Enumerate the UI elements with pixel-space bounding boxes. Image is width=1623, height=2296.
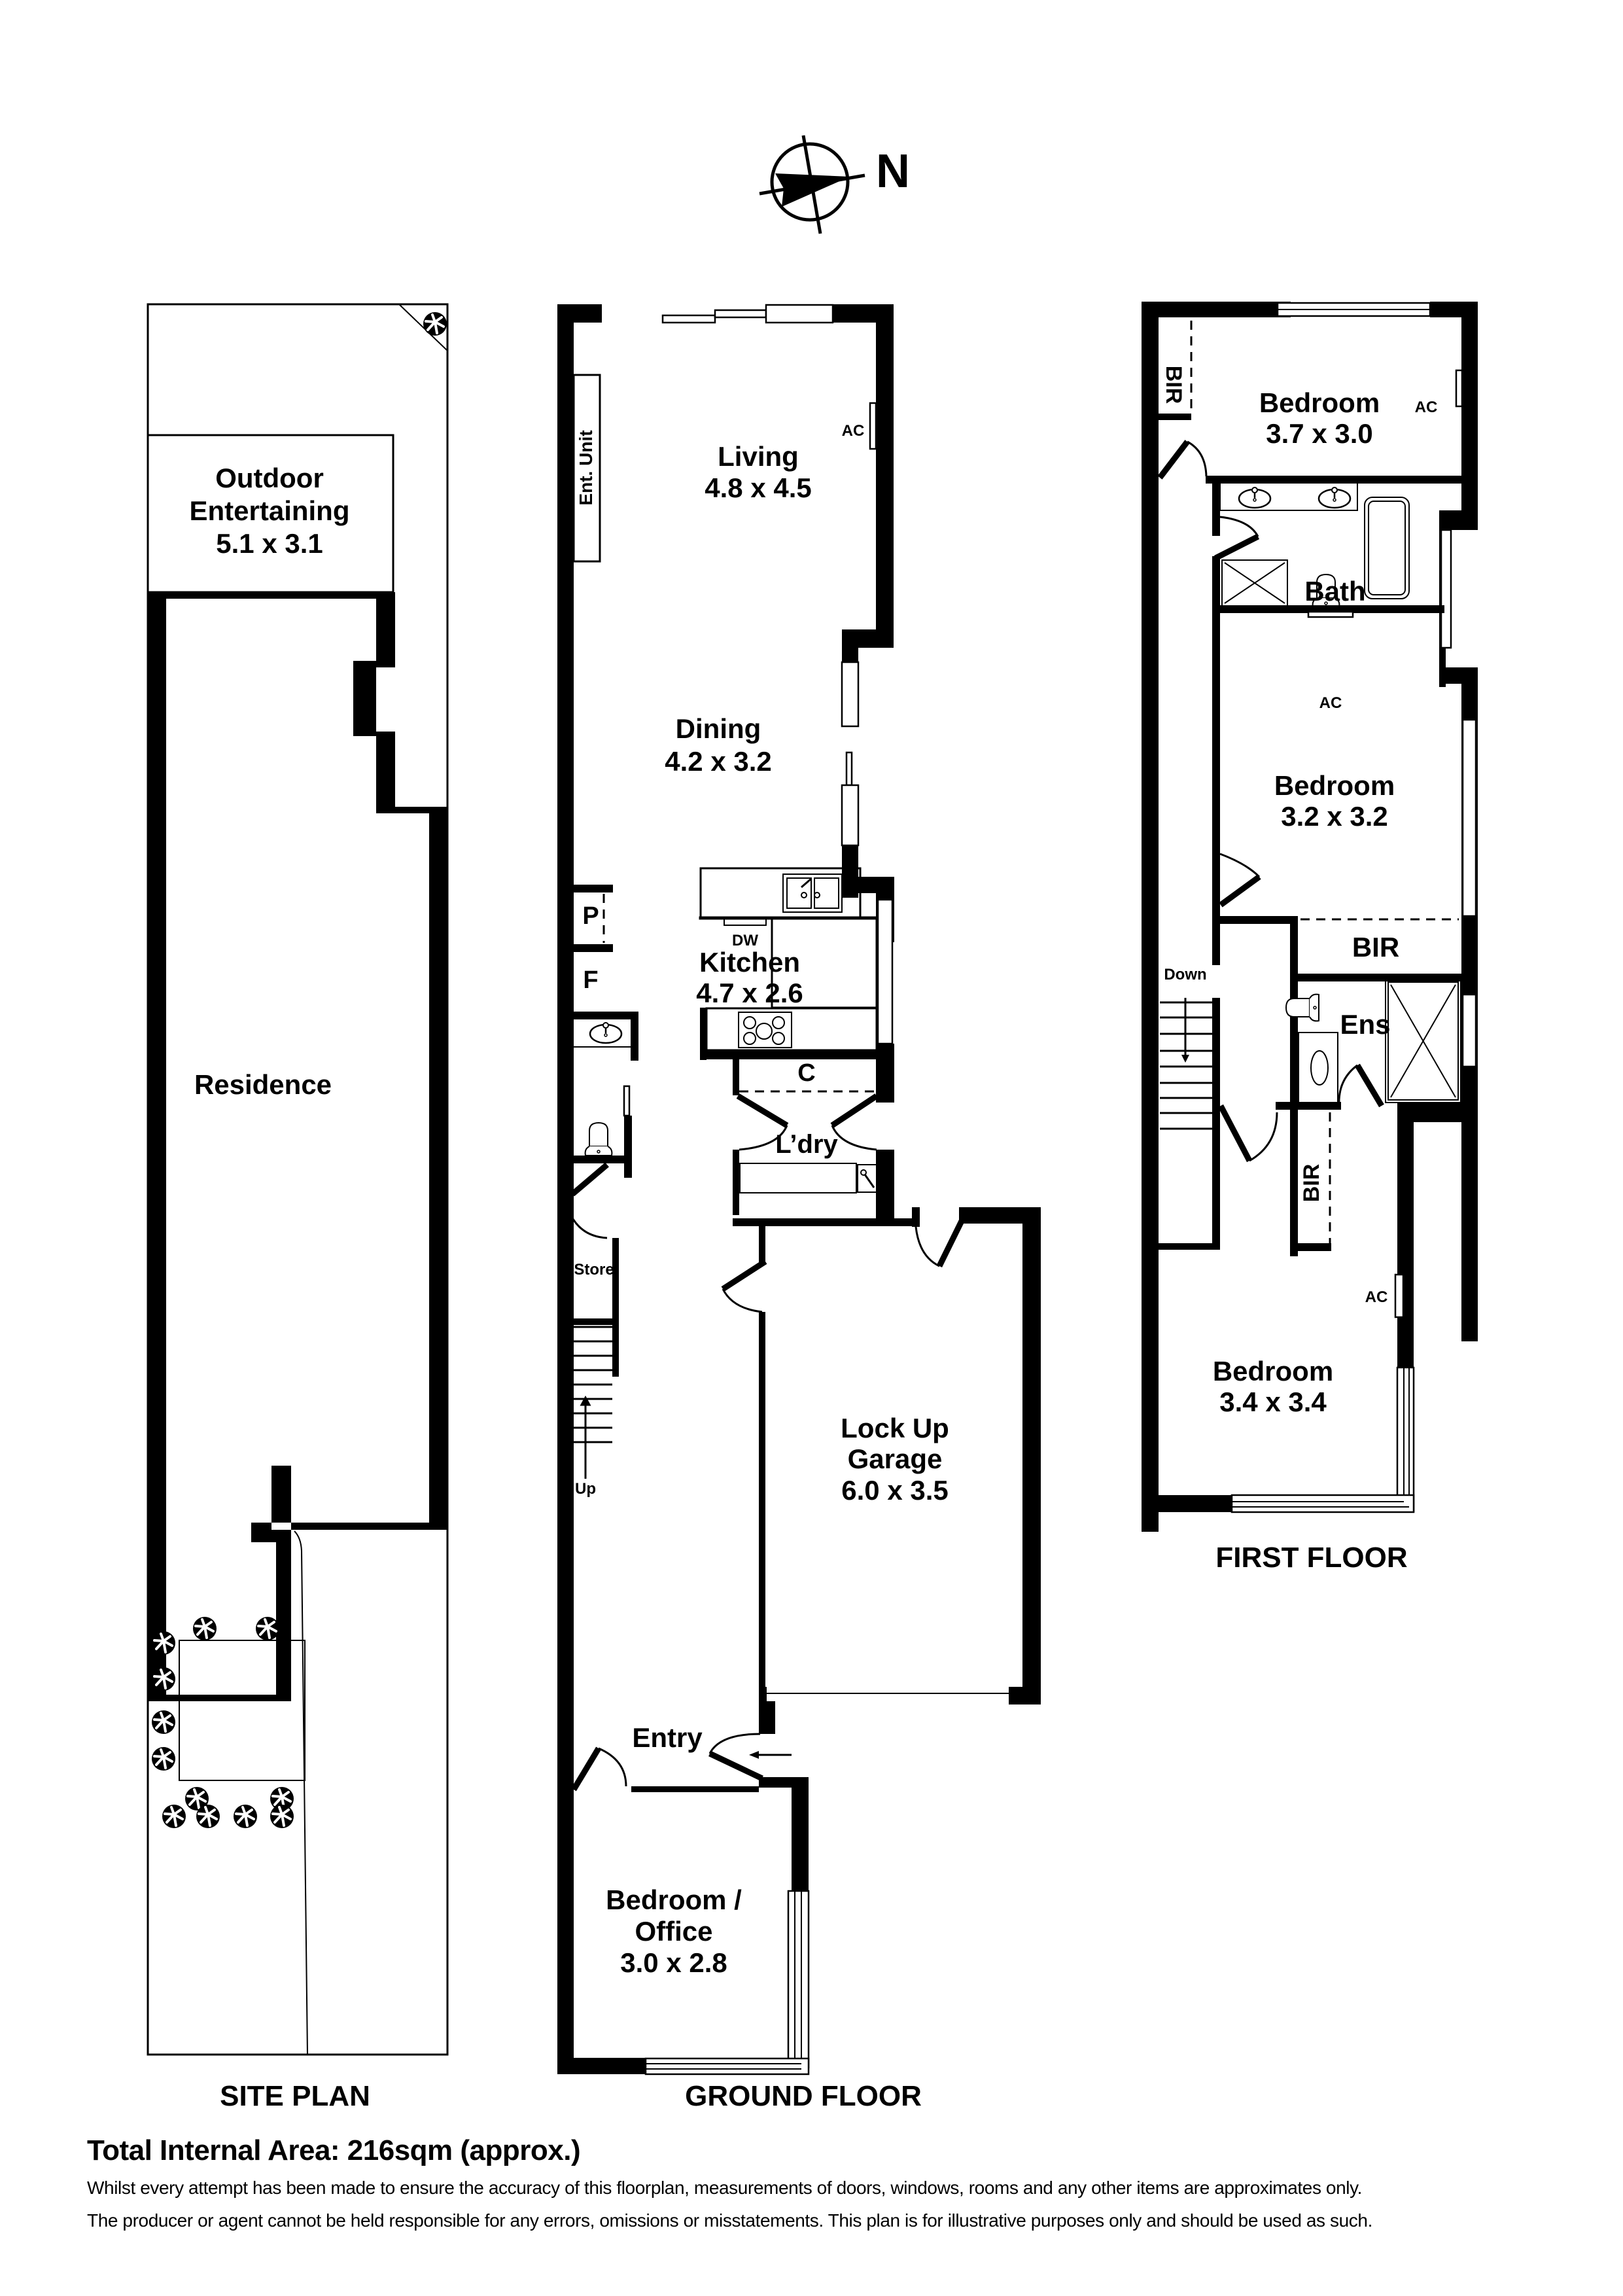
bedroom1-size: 3.7 x 3.0 [1266, 418, 1372, 449]
residence-label: Residence [194, 1069, 332, 1100]
bir-mid-label: BIR [1352, 932, 1399, 963]
dishwasher-label: DW [732, 932, 758, 949]
tree-icon [150, 1746, 177, 1772]
garage-label-2: Garage [848, 1443, 943, 1474]
bir-top-label: BIR [1161, 366, 1186, 404]
tree-icon [192, 1616, 218, 1642]
tree-icon [150, 1630, 177, 1656]
bedroom-office-label-2: Office [635, 1916, 712, 1947]
disclaimer-line-2: The producer or agent cannot be held res… [87, 2210, 1372, 2231]
ground-floor-plan: AC [557, 304, 1041, 2075]
bedroom-office-label: Bedroom / [606, 1884, 742, 1915]
kitchen-size: 4.7 x 2.6 [696, 978, 803, 1008]
dining-size: 4.2 x 3.2 [665, 746, 771, 777]
outdoor-entertaining-label: Outdoor [215, 463, 324, 493]
pantry-label: P [582, 902, 599, 930]
outdoor-entertaining-size: 5.1 x 3.1 [216, 528, 323, 559]
stairs-up-icon [574, 1326, 612, 1479]
bedroom1-ac-label: AC [1415, 398, 1438, 416]
kitchen-label: Kitchen [699, 947, 800, 978]
first-floor-plan [1142, 302, 1478, 1532]
bedroom3-size: 3.4 x 3.4 [1219, 1386, 1327, 1417]
stairs-up-label: Up [575, 1480, 596, 1498]
garage-size: 6.0 x 3.5 [841, 1475, 948, 1506]
tree-icon [150, 1666, 177, 1692]
entry-label: Entry [632, 1722, 703, 1753]
bedroom2-label: Bedroom [1274, 770, 1395, 801]
cooktop-icon [743, 1016, 785, 1045]
living-size: 4.8 x 4.5 [705, 472, 811, 503]
tree-icon [161, 1803, 187, 1829]
fridge-label: F [583, 966, 598, 994]
outdoor-entertaining-label-2: Entertaining [189, 495, 349, 526]
garage-label: Lock Up [841, 1413, 949, 1443]
tree-icon [254, 1616, 281, 1642]
footer: Total Internal Area: 216sqm (approx.) Wh… [87, 2134, 1592, 2233]
total-internal-area: Total Internal Area: 216sqm (approx.) [87, 2134, 581, 2166]
north-label: N [876, 145, 910, 198]
bedroom3-label: Bedroom [1213, 1356, 1333, 1386]
disclaimer-line-1: Whilst every attempt has been made to en… [87, 2178, 1362, 2198]
bedroom-office-size: 3.0 x 2.8 [620, 1947, 727, 1978]
tree-icon [269, 1803, 295, 1829]
tree-icon [232, 1803, 258, 1829]
ensuite-label: Ens [1340, 1009, 1390, 1040]
tree-icon [150, 1709, 177, 1735]
ent-unit-label: Ent. Unit [576, 430, 596, 505]
site-plan-title: SITE PLAN [220, 2080, 370, 2112]
bedroom2-size: 3.2 x 3.2 [1281, 801, 1387, 832]
first-floor-title: FIRST FLOOR [1215, 1542, 1407, 1574]
ground-floor-title: GROUND FLOOR [685, 2080, 922, 2112]
site-plan [147, 303, 449, 2056]
laundry-label: L’dry [775, 1130, 838, 1159]
dining-label: Dining [676, 713, 761, 744]
living-ac-label: AC [842, 422, 865, 440]
bath-label: Bath [1304, 576, 1365, 607]
tree-icon [195, 1803, 221, 1829]
cupboard-label: C [797, 1059, 815, 1087]
store-label: Store [574, 1261, 614, 1279]
north-arrow-icon [759, 135, 865, 234]
stairs-down-label: Down [1164, 966, 1206, 983]
bath-ac-label: AC [1319, 694, 1342, 712]
bedroom1-label: Bedroom [1259, 387, 1380, 418]
stairs-down-icon [1181, 1055, 1189, 1063]
tree-icon [422, 311, 448, 337]
bir-low-label: BIR [1299, 1164, 1324, 1203]
bedroom3-ac-label: AC [1365, 1288, 1388, 1306]
living-label: Living [718, 441, 799, 472]
